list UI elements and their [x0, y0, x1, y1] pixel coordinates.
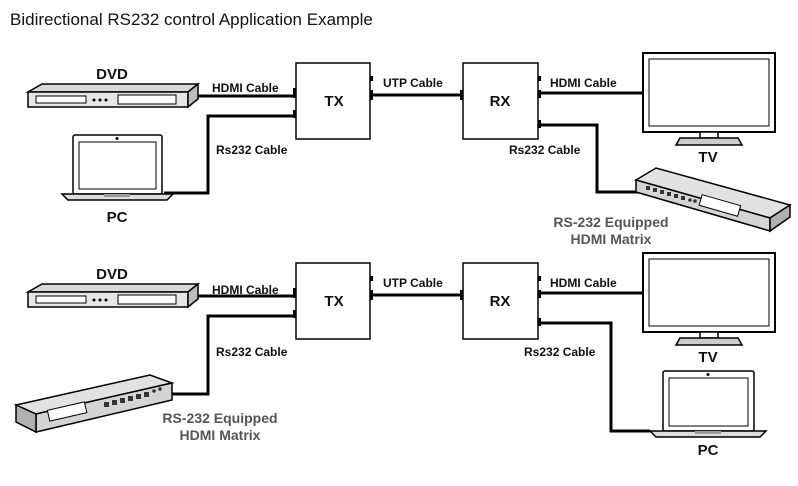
bottom-rs232-right-label: Rs232 Cable — [524, 345, 596, 359]
top-matrix-label-line1: RS-232 Equipped — [553, 214, 668, 230]
top-dvd-label: DVD — [96, 66, 128, 83]
top-rs232-right-label: Rs232 Cable — [509, 143, 581, 157]
top-tx-label: TX — [324, 93, 343, 110]
bottom-rx-box — [460, 262, 541, 340]
bottom-rx-label: RX — [490, 293, 511, 310]
top-rs232-left-label: Rs232 Cable — [216, 143, 288, 157]
bottom-tx-box — [293, 262, 373, 340]
bottom-tx-label: TX — [324, 293, 343, 310]
bottom-dvd-player — [25, 282, 201, 309]
bottom-matrix-label-line2: HDMI Matrix — [180, 427, 261, 443]
top-rs232-right-cable — [540, 123, 645, 194]
top-hdmi-out-label: HDMI Cable — [550, 76, 617, 90]
top-pc-laptop — [60, 134, 175, 201]
bottom-hdmi-matrix — [13, 374, 175, 434]
top-utp-label: UTP Cable — [383, 76, 443, 90]
bottom-tv-label: TV — [698, 349, 717, 366]
top-diagram: DVD PC TX RX — [25, 52, 792, 247]
bottom-dvd-label: DVD — [96, 266, 128, 283]
bottom-hdmi-in-label: HDMI Cable — [212, 283, 279, 297]
bottom-rs232-left-label: Rs232 Cable — [216, 345, 288, 359]
top-tv — [642, 52, 776, 146]
top-matrix-label-line2: HDMI Matrix — [571, 231, 652, 247]
bottom-matrix-label-line1: RS-232 Equipped — [162, 410, 277, 426]
top-pc-label: PC — [107, 209, 128, 226]
bottom-diagram: DVD RS-232 Equipped HDMI Matrix TX — [13, 252, 776, 459]
bottom-tv — [642, 252, 776, 346]
top-rx-label: RX — [490, 93, 511, 110]
top-rs232-left-cable — [164, 114, 296, 195]
top-hdmi-matrix — [634, 167, 792, 233]
top-tx-box — [293, 62, 373, 140]
bottom-rs232-right-cable — [540, 321, 650, 433]
bottom-pc-label: PC — [698, 442, 719, 459]
top-tv-label: TV — [698, 149, 717, 166]
top-rx-box — [460, 62, 541, 140]
top-dvd-player — [25, 82, 201, 109]
bottom-utp-label: UTP Cable — [383, 276, 443, 290]
bottom-hdmi-out-label: HDMI Cable — [550, 276, 617, 290]
bottom-rs232-left-cable — [168, 314, 296, 396]
top-hdmi-in-label: HDMI Cable — [212, 81, 279, 95]
bottom-pc-laptop — [648, 370, 768, 438]
diagram-title: Bidirectional RS232 control Application … — [10, 10, 373, 29]
